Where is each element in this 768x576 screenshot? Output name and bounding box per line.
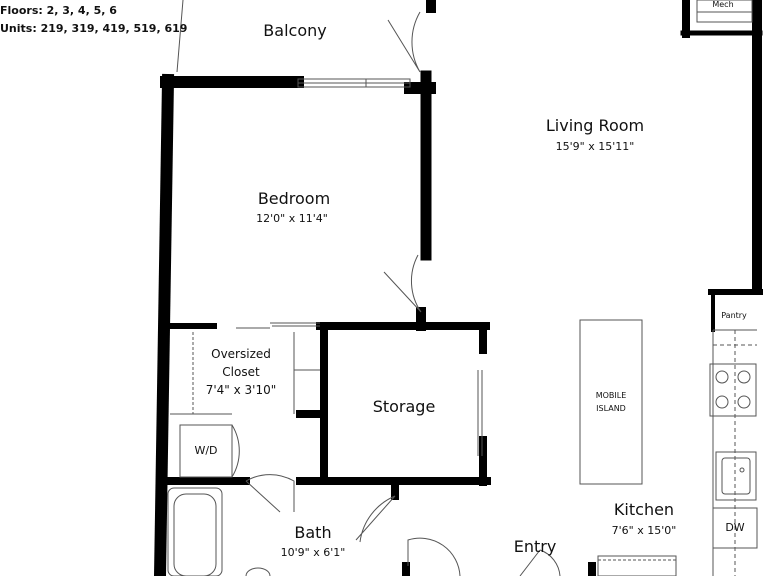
living-room-dims: 15'9" x 15'11": [555, 140, 635, 153]
wd-box: [179, 424, 233, 478]
closet-dims: 7'4" x 3'10": [205, 383, 277, 397]
mobile-island: [579, 319, 643, 485]
mech-label: Mech: [712, 0, 734, 9]
living-room-label: Living Room: [545, 116, 645, 135]
balcony-door-swing: [387, 11, 421, 73]
wd-label: W/D: [194, 444, 218, 457]
sink: [715, 451, 757, 501]
burner-2: [737, 370, 751, 384]
bedroom-label: Bedroom: [257, 189, 331, 208]
burner-3: [715, 395, 729, 409]
kitchen-label: Kitchen: [613, 500, 675, 519]
bath-dims: 10'9" x 6'1": [280, 546, 346, 559]
floors-info: Floors: 2, 3, 4, 5, 6: [0, 4, 117, 17]
bath-label: Bath: [294, 523, 332, 542]
burner-1: [715, 370, 729, 384]
bath-door-swing: [355, 495, 396, 543]
entry-door-swing: [407, 537, 461, 576]
units-info: Units: 219, 319, 419, 519, 619: [0, 22, 188, 35]
balcony-railing-west: [176, 0, 184, 73]
storage-label: Storage: [372, 397, 436, 416]
wd-door: [231, 424, 240, 478]
entry-label: Entry: [513, 537, 557, 556]
mech-box: [696, 0, 753, 23]
sink-drain: [739, 467, 745, 473]
closet-label-line2: Closet: [222, 365, 260, 379]
burner-4: [737, 395, 751, 409]
bedroom-door-swing: [383, 254, 422, 313]
balcony-label: Balcony: [263, 21, 327, 40]
bathtub-inner: [173, 493, 217, 576]
island-label-line2: ISLAND: [596, 404, 626, 413]
bedroom-dims: 12'0" x 11'4": [256, 212, 328, 225]
entry-door-swing-2: [519, 549, 561, 576]
kitchen-dims: 7'6" x 15'0": [611, 524, 677, 537]
closet-door-swing: [245, 474, 295, 513]
dishwasher: [712, 507, 758, 549]
refrigerator: [597, 555, 677, 576]
toilet: [245, 567, 271, 576]
bathtub: [167, 487, 223, 576]
dw-label: DW: [725, 521, 745, 534]
range: [709, 363, 757, 417]
pantry-label: Pantry: [721, 311, 747, 320]
island-label-line1: MOBILE: [595, 391, 627, 400]
sink-basin: [721, 457, 751, 495]
closet-label-line1: Oversized: [211, 347, 271, 361]
